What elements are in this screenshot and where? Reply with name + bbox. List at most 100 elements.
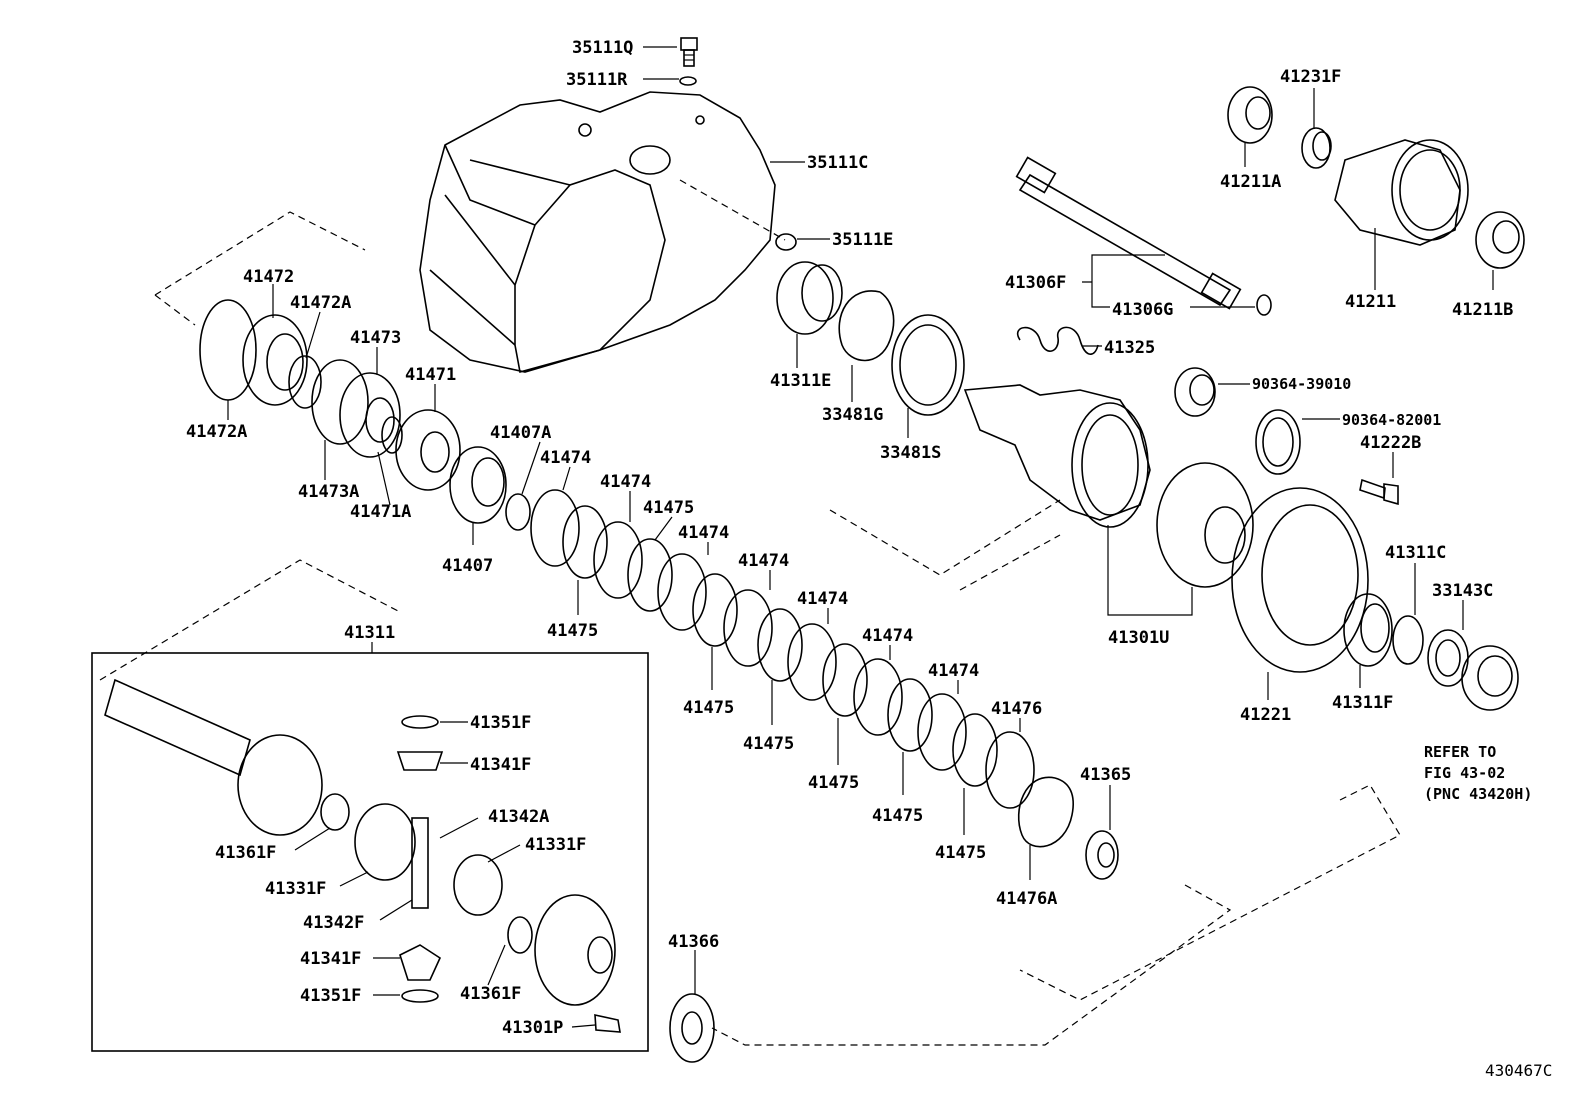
label-41342F: 41342F <box>303 913 364 933</box>
snap-ring-41306G <box>1256 294 1272 316</box>
label-35111R: 35111R <box>566 70 628 90</box>
label-41341F-1: 41341F <box>470 755 531 775</box>
label-41361F-2: 41361F <box>460 984 521 1004</box>
bearing-41311F <box>1343 593 1393 667</box>
bearing-41311E <box>776 261 843 335</box>
ring-gear <box>1231 487 1369 673</box>
differential-case <box>829 384 1151 576</box>
label-33481G: 33481G <box>822 405 883 425</box>
outer-bearing <box>1461 645 1519 711</box>
label-41211B: 41211B <box>1452 300 1513 320</box>
label-41475-7: 41475 <box>935 843 986 863</box>
clutch-plate-stack <box>530 489 1035 809</box>
label-41311C: 41311C <box>1385 543 1446 563</box>
label-41231F: 41231F <box>1280 67 1341 87</box>
label-41474-6: 41474 <box>862 626 913 646</box>
label-41361F-1: 41361F <box>215 843 276 863</box>
ring-41473A <box>311 359 369 445</box>
label-41351F-2: 41351F <box>300 986 361 1006</box>
label-41474-3: 41474 <box>678 523 729 543</box>
label-41341F-2: 41341F <box>300 949 361 969</box>
bearing-41211B <box>1475 211 1525 269</box>
snap-ring-33481G <box>838 290 895 362</box>
piston-41472 <box>242 314 308 406</box>
label-41311: 41311 <box>344 623 395 643</box>
label-41473A: 41473A <box>298 482 359 502</box>
washer-41366 <box>669 993 715 1063</box>
label-41472A-lower: 41472A <box>186 422 247 442</box>
seal-41365 <box>1085 830 1119 880</box>
oil-seal-90364-82001 <box>1255 409 1301 475</box>
label-41474-7: 41474 <box>928 661 979 681</box>
label-41475-5: 41475 <box>808 773 859 793</box>
label-35111C: 35111C <box>807 153 868 173</box>
snap-ring-41407A <box>505 493 531 531</box>
label-41325: 41325 <box>1104 338 1155 358</box>
label-41471: 41471 <box>405 365 456 385</box>
label-41474-2: 41474 <box>600 472 651 492</box>
bushing-41231F <box>1301 127 1332 169</box>
label-41311E: 41311E <box>770 371 831 391</box>
label-41407A: 41407A <box>490 423 551 443</box>
bolt-41222B <box>1359 478 1399 506</box>
label-41472A: 41472A <box>290 293 351 313</box>
label-41473: 41473 <box>350 328 401 348</box>
leader-lines <box>227 46 1494 1028</box>
housing-washer <box>775 233 797 251</box>
label-35111E: 35111E <box>832 230 893 250</box>
inset-box-41311 <box>91 652 649 1052</box>
label-41365: 41365 <box>1080 765 1131 785</box>
label-90364-39010: 90364-39010 <box>1252 375 1351 393</box>
input-shaft <box>1015 156 1242 310</box>
planetary-41407 <box>449 446 507 524</box>
label-35111Q: 35111Q <box>572 38 633 58</box>
label-41306F: 41306F <box>1005 273 1066 293</box>
label-90364-82001: 90364-82001 <box>1342 411 1441 429</box>
label-41471A: 41471A <box>350 502 411 522</box>
label-41474-5: 41474 <box>797 589 848 609</box>
drain-plug-bolt <box>680 37 698 67</box>
race-41311C <box>1392 615 1424 665</box>
label-41211A: 41211A <box>1220 172 1281 192</box>
label-41475-3: 41475 <box>683 698 734 718</box>
plug-gasket <box>679 76 697 86</box>
inset-parts <box>104 678 621 1033</box>
label-41472: 41472 <box>243 267 294 287</box>
label-41475-4: 41475 <box>743 734 794 754</box>
label-41407: 41407 <box>442 556 493 576</box>
label-41311F: 41311F <box>1332 693 1393 713</box>
note-line-2: FIG 43-02 <box>1424 764 1505 782</box>
label-41474-4: 41474 <box>738 551 789 571</box>
bearing-90364-39010 <box>1174 367 1216 417</box>
label-41366: 41366 <box>668 932 719 952</box>
diagram-id: 430467C <box>1485 1061 1552 1080</box>
label-41222B: 41222B <box>1360 433 1421 453</box>
label-41331F-2: 41331F <box>265 879 326 899</box>
label-33481S: 33481S <box>880 443 941 463</box>
label-41331F-1: 41331F <box>525 835 586 855</box>
label-41476A: 41476A <box>996 889 1057 909</box>
label-41301P: 41301P <box>502 1018 563 1038</box>
label-41475-2: 41475 <box>547 621 598 641</box>
label-41342A: 41342A <box>488 807 549 827</box>
o-ring-41472A-inner <box>288 355 322 409</box>
label-41351F-1: 41351F <box>470 713 531 733</box>
note-line-1: REFER TO <box>1424 743 1496 761</box>
note-line-3: (PNC 43420H) <box>1424 785 1532 803</box>
clutch-drum-41211 <box>1334 139 1469 246</box>
part-labels: 35111Q 35111R 35111C 35111E 41231F 41211… <box>186 38 1513 1038</box>
dashed-reference-lines <box>99 211 1401 1046</box>
label-41306G: 41306G <box>1112 300 1173 320</box>
reference-note: REFER TO FIG 43-02 (PNC 43420H) <box>1424 743 1532 803</box>
piston-41471 <box>395 409 461 491</box>
spring-clip <box>1016 326 1099 355</box>
label-41221: 41221 <box>1240 705 1291 725</box>
label-41301U: 41301U <box>1108 628 1169 648</box>
differential-cover <box>959 462 1254 591</box>
label-41474-1: 41474 <box>540 448 591 468</box>
transaxle-housing <box>419 91 786 374</box>
label-41475-6: 41475 <box>872 806 923 826</box>
toothed-ring-33481S <box>891 314 965 416</box>
snap-ring-41476A <box>1017 776 1074 848</box>
